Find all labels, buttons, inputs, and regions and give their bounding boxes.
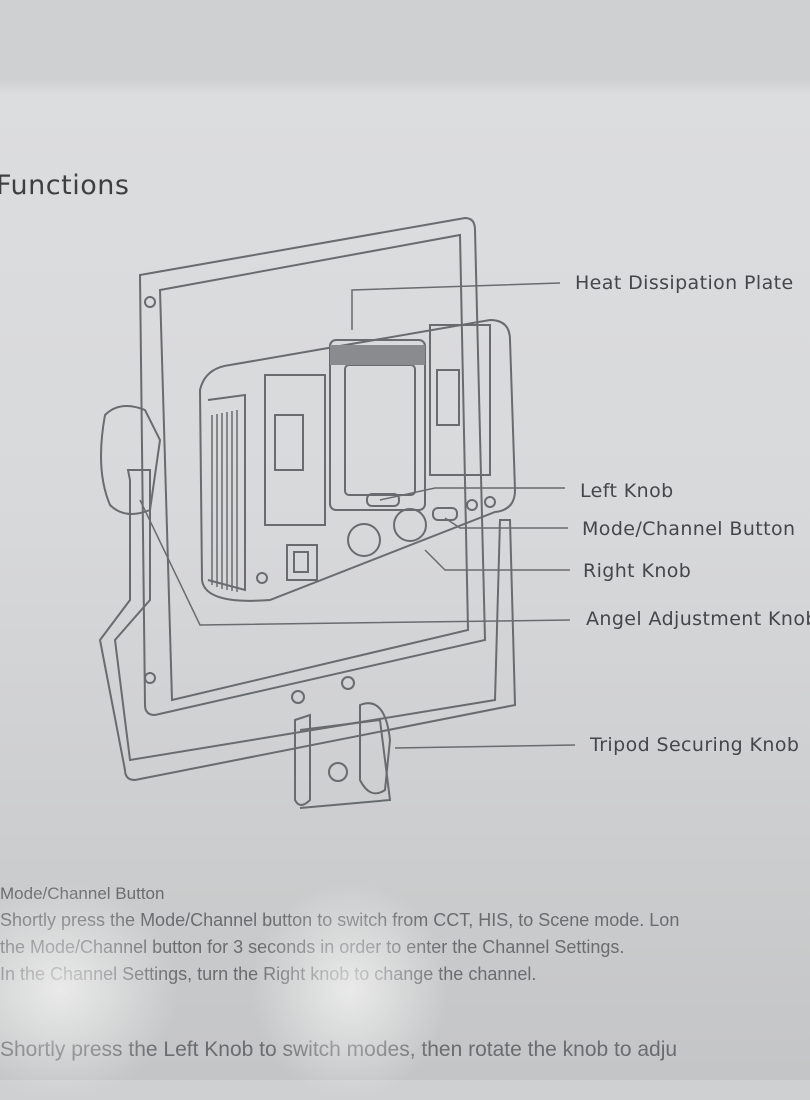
tripod-mount [299,718,392,809]
back-housing [198,318,517,602]
center-plate [329,339,426,511]
power-switch [286,544,318,581]
heat-dissipation-plate [330,345,425,365]
description-next-line: Shortly press the Left Knob to switch mo… [0,1038,678,1061]
description-line-1: Shortly press the Mode/Channel button to… [0,910,680,930]
panel-frame [138,216,487,717]
description-line-3: In the Channel Settings, turn the Right … [0,964,537,984]
callout-left-knob: Left Knob [580,480,674,502]
description-heading: Mode/Channel Button [0,884,165,903]
section-title: Functions [0,170,130,201]
angle-adjustment-knob [100,405,162,515]
callout-right-knob: Right Knob [583,560,692,582]
leader-lines [139,282,576,749]
callout-heat-dissipation-plate: Heat Dissipation Plate [575,272,794,294]
description-line-2: the Mode/Channel button for 3 seconds in… [0,937,625,957]
left-knob [347,523,381,557]
mode-channel-button [432,507,458,521]
display-window [344,364,416,496]
yoke [98,469,517,782]
callout-mode-channel-button: Mode/Channel Button [582,518,796,540]
callout-tripod-securing-knob: Tripod Securing Knob [590,734,800,756]
callout-angle-adjustment-knob: Angel Adjustment Knob [586,608,810,630]
panel-inner [158,233,470,702]
vent-lines [211,410,238,592]
battery-plate-left [264,374,326,526]
tripod-securing-knob [359,702,392,795]
battery-plate-right [429,324,491,476]
right-knob [393,508,427,542]
